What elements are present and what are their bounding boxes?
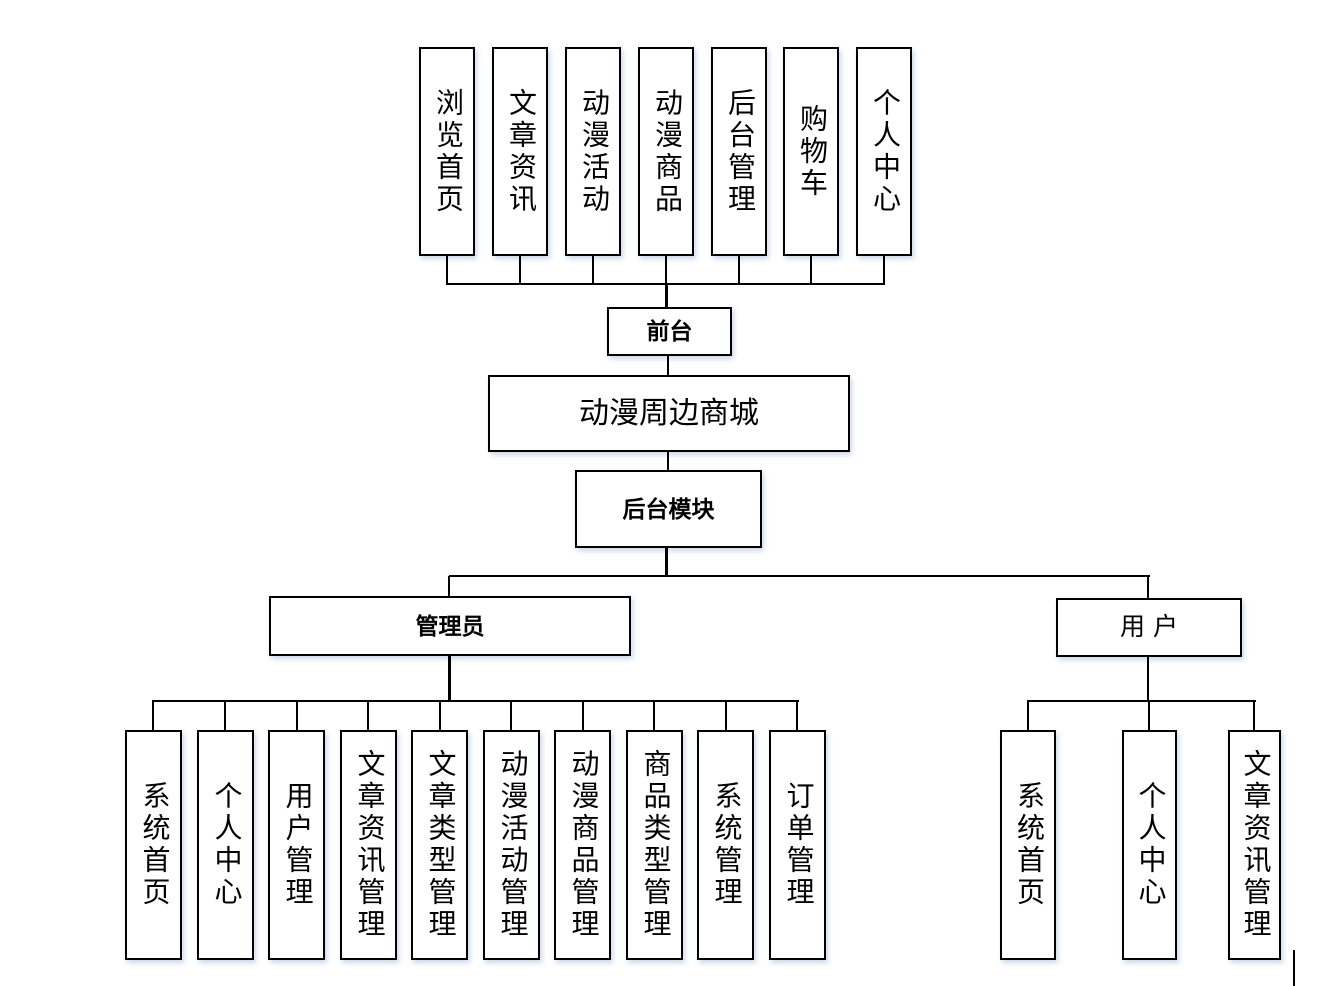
front-module-label-5: 购物车 [796,103,827,200]
front-module-box-1: 文章资讯 [492,47,548,256]
connector-front-drop [665,283,668,308]
connector-user-bottom-drop [1147,655,1149,701]
connector-front-root [667,355,669,376]
connector-user-stub-1 [1148,701,1150,731]
connector-admin-bus [152,700,799,702]
backend-node-box: 后台模块 [575,470,762,548]
connector-backend-drop [665,547,668,575]
connector-admin-top-drop [448,576,450,597]
admin-module-label-4: 文章类型管理 [424,749,456,941]
connector-admin-stub-5 [510,701,512,731]
admin-module-box-2: 用户管理 [268,730,325,960]
admin-module-label-9: 订单管理 [782,781,814,909]
connector-admin-bottom-drop [448,655,451,701]
front-node-box: 前台 [607,307,732,356]
connector-front-stub-0 [446,255,448,284]
connector-admin-stub-6 [582,701,584,731]
admin-module-label-7: 商品类型管理 [639,749,671,941]
front-module-label-3: 动漫商品 [651,87,682,216]
user-module-label-2: 文章资讯管理 [1239,749,1271,941]
connector-front-stub-2 [592,255,594,284]
connector-admin-stub-2 [296,701,298,731]
admin-module-box-4: 文章类型管理 [411,730,468,960]
root-node-label: 动漫周边商城 [579,396,759,430]
connector-user-stub-0 [1027,701,1029,731]
connector-user-stub-2 [1253,701,1255,731]
user-module-box-1: 个人中心 [1122,730,1177,960]
connector-root-backend [667,451,669,471]
front-module-label-0: 浏览首页 [432,87,463,216]
admin-module-box-8: 系统管理 [697,730,754,960]
admin-module-box-6: 动漫商品管理 [554,730,611,960]
admin-node-box: 管理员 [269,596,631,656]
root-node-box: 动漫周边商城 [488,375,850,452]
front-module-label-2: 动漫活动 [578,87,609,216]
front-module-label-4: 后台管理 [724,87,755,216]
user-module-label-0: 系统首页 [1013,781,1044,909]
admin-module-label-0: 系统首页 [138,781,170,909]
admin-module-label-5: 动漫活动管理 [496,749,528,941]
user-module-box-2: 文章资讯管理 [1228,730,1281,960]
admin-module-box-5: 动漫活动管理 [483,730,540,960]
admin-module-box-9: 订单管理 [769,730,826,960]
stray-line [1293,950,1295,986]
front-module-box-6: 个人中心 [856,47,912,256]
admin-module-box-0: 系统首页 [125,730,182,960]
connector-admin-stub-9 [796,701,798,731]
front-module-label-1: 文章资讯 [505,87,536,216]
admin-module-label-6: 动漫商品管理 [567,749,599,941]
connector-admin-stub-0 [152,701,154,731]
admin-module-label-2: 用户管理 [281,781,313,909]
connector-front-stub-5 [810,255,812,284]
connector-split-bus [449,575,1150,577]
admin-module-label-1: 个人中心 [210,781,242,909]
front-module-box-4: 后台管理 [711,47,767,256]
connector-front-stub-6 [883,255,885,284]
admin-module-box-3: 文章资讯管理 [340,730,397,960]
connector-front-stub-3 [665,255,667,284]
admin-module-box-7: 商品类型管理 [626,730,683,960]
connector-user-top-drop [1147,576,1149,599]
connector-admin-stub-4 [439,701,441,731]
front-module-box-5: 购物车 [783,47,839,256]
front-module-label-6: 个人中心 [869,87,900,216]
connector-front-stub-4 [738,255,740,284]
user-node-box: 用户 [1056,598,1242,657]
admin-module-label-3: 文章资讯管理 [353,749,385,941]
front-module-box-2: 动漫活动 [565,47,621,256]
front-module-box-3: 动漫商品 [638,47,694,256]
connector-user-bus [1027,700,1256,702]
front-module-box-0: 浏览首页 [419,47,475,256]
user-node-label: 用户 [1119,614,1186,641]
user-module-box-0: 系统首页 [1000,730,1056,960]
admin-module-label-8: 系统管理 [710,781,742,909]
user-module-label-1: 个人中心 [1134,781,1166,909]
admin-node-label: 管理员 [415,612,485,639]
connector-admin-stub-8 [725,701,727,731]
connector-front-stub-1 [519,255,521,284]
connector-admin-stub-1 [224,701,226,731]
front-node-label: 前台 [646,318,693,344]
connector-admin-stub-7 [653,701,655,731]
backend-node-label: 后台模块 [622,495,715,522]
admin-module-box-1: 个人中心 [197,730,254,960]
connector-admin-stub-3 [367,701,369,731]
